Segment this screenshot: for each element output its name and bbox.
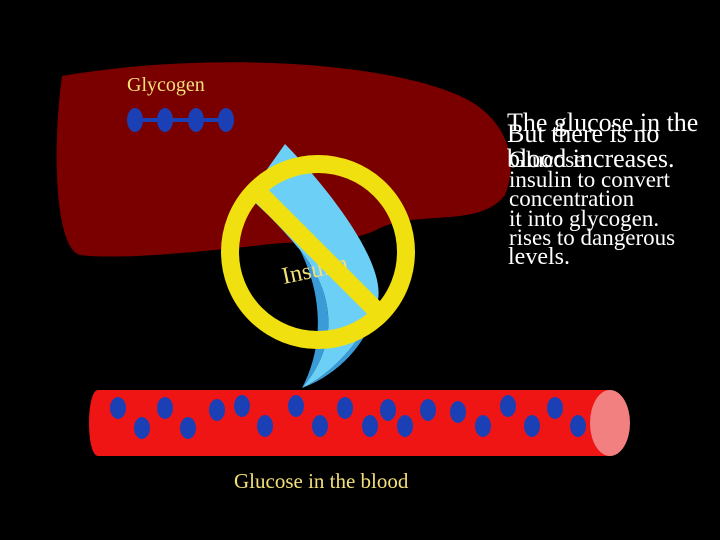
glycogen-label: Glycogen [127,74,205,96]
explanation-text-c: Glucose insulin to convert concentration… [509,147,719,251]
glucose-molecule-icon [288,395,304,417]
glucose-molecule-icon [157,397,173,419]
text-line-3: blood increases. [507,143,675,173]
glycogen-unit [127,108,143,132]
explanation-text-b: But there is no blood increases. [507,119,717,173]
glucose-molecule-icon [257,415,273,437]
text-line-2: But there is no [507,119,660,148]
vessel-opening [590,390,630,456]
text-line-8: rises to dangerous [509,225,676,251]
explanation-text-d: levels. [508,244,718,270]
text-line-6: concentration [509,186,635,212]
glucose-molecule-icon [134,417,150,439]
text-line-5: insulin to convert [509,166,670,192]
text-line-7: it into glycogen. [509,205,660,231]
glucose-molecule-icon [312,415,328,437]
glycogen-unit [188,108,204,132]
glucose-molecule-icon [337,397,353,419]
glycogen-unit [218,108,234,132]
glucose-molecule-icon [475,415,491,437]
glucose-molecule-icon [524,415,540,437]
glucose-molecule-icon [500,395,516,417]
glycogen-chain [127,108,234,132]
explanation-text-a: The glucose in the [507,108,717,137]
glucose-molecule-icon [570,415,586,437]
glucose-molecules [110,395,586,439]
text-line-4: Glucose [509,147,585,172]
glucose-molecule-icon [450,401,466,423]
glycogen-unit [157,108,173,132]
glucose-in-blood-label: Glucose in the blood [234,469,409,493]
glucose-molecule-icon [397,415,413,437]
glucose-molecule-icon [209,399,225,421]
glucose-molecule-icon [362,415,378,437]
glucose-molecule-icon [420,399,436,421]
glucose-molecule-icon [547,397,563,419]
text-line-1: The glucose in the [507,108,699,137]
glucose-molecule-icon [234,395,250,417]
glucose-molecule-icon [110,397,126,419]
no-symbol-icon [221,155,415,349]
glucose-molecule-icon [380,399,396,421]
text-line-9: levels. [508,244,570,270]
glucose-molecule-icon [180,417,196,439]
